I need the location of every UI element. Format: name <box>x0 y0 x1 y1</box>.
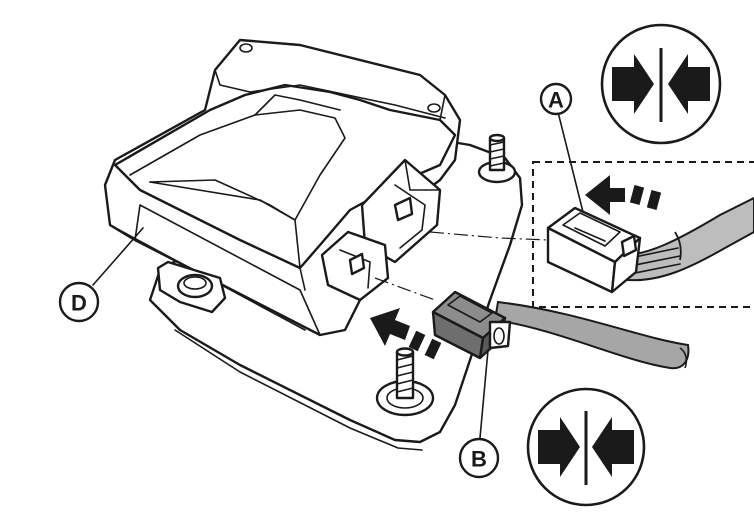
harness-cable-b <box>493 300 690 370</box>
mounting-tab-left <box>156 260 227 314</box>
callout-b: B <box>458 437 500 479</box>
insert-direction-arrow-icon-a <box>585 175 662 215</box>
mounting-stud-upper <box>477 133 517 184</box>
callout-d: D <box>58 281 100 323</box>
connector-a-plug <box>546 206 642 294</box>
alignment-guide-lines <box>374 231 549 301</box>
connector-b-plug <box>431 290 512 360</box>
connect-arrows-icon-bottom <box>526 387 646 507</box>
connect-arrows-icon-top <box>600 23 722 145</box>
harness-cable-a <box>626 196 754 282</box>
insert-direction-arrow-icon-b <box>370 308 442 360</box>
detail-box-connector-a <box>532 161 754 308</box>
control-module-housing <box>103 38 462 337</box>
svg-text:A: A <box>548 88 564 113</box>
module-socket-lower <box>320 230 390 302</box>
callout-leader-lines <box>92 111 584 439</box>
module-socket-upper <box>360 158 442 264</box>
svg-text:B: B <box>471 447 487 472</box>
svg-text:D: D <box>71 291 87 316</box>
mounting-stud-lower <box>375 347 435 417</box>
callout-a: A <box>539 82 573 116</box>
